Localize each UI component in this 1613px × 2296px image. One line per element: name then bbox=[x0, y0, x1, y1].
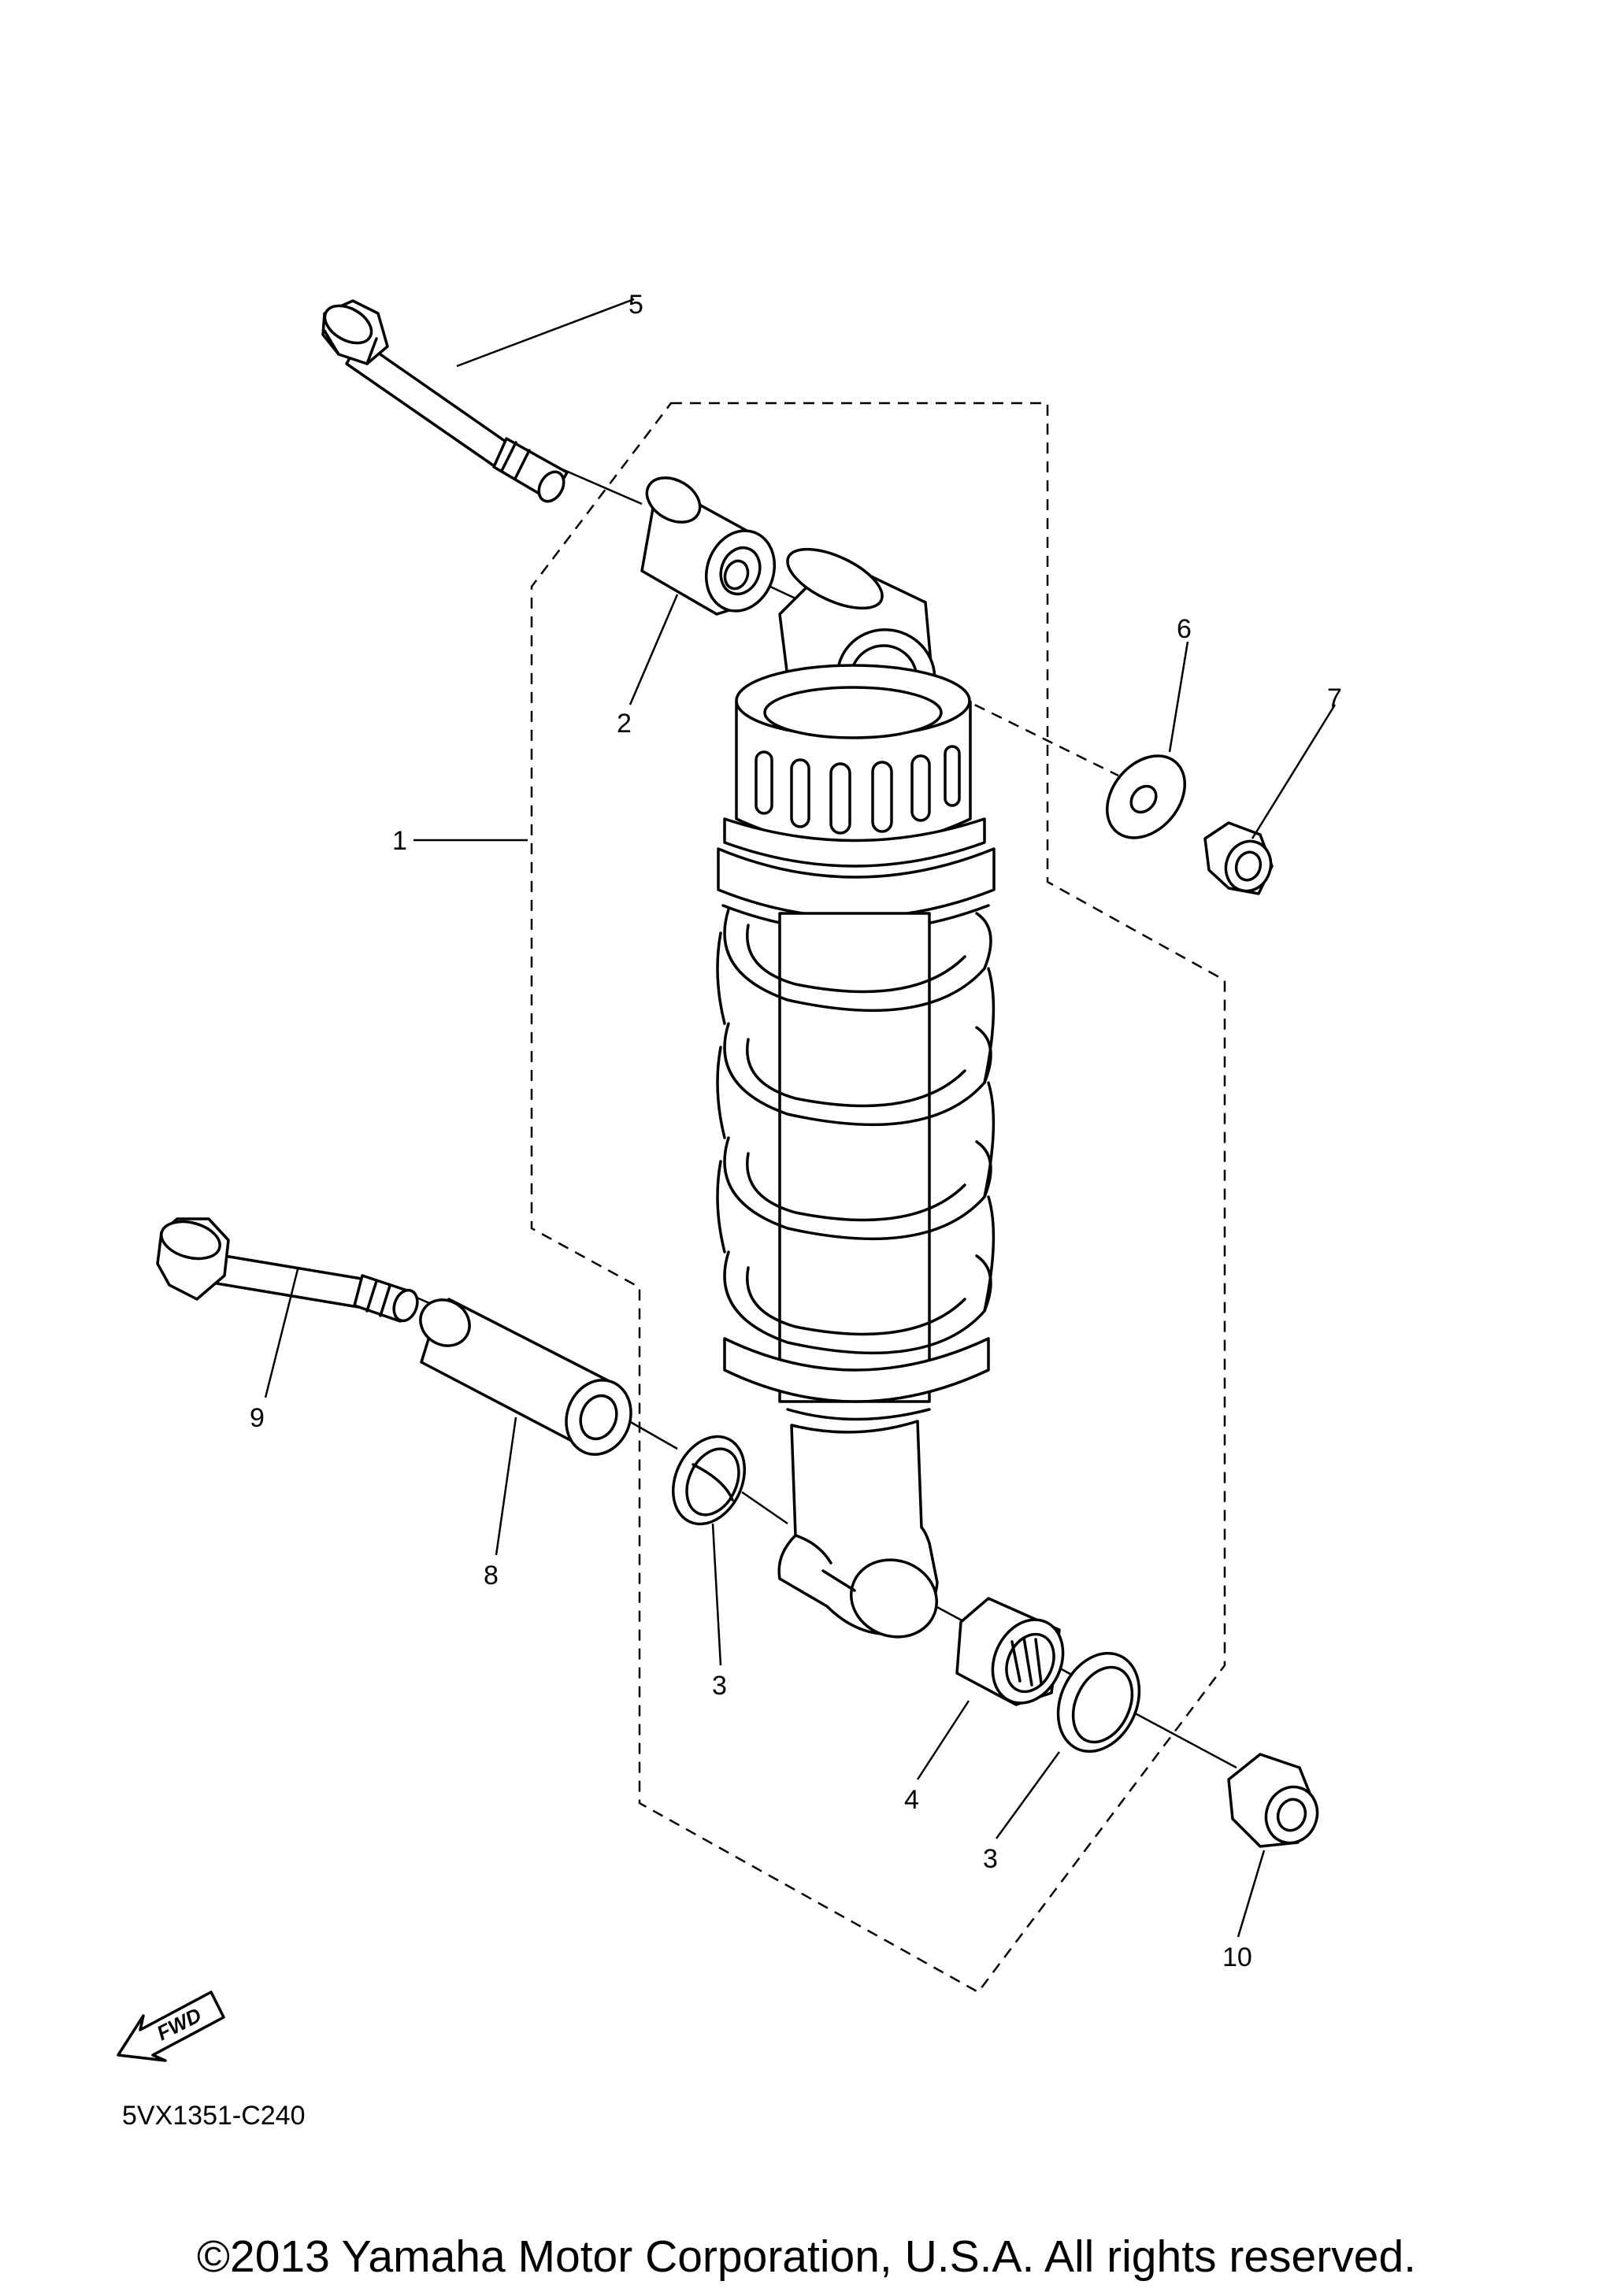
bearing bbox=[955, 1597, 1065, 1706]
callout-1: 1 bbox=[392, 826, 407, 856]
lower-nut bbox=[1227, 1753, 1319, 1848]
assembly-boundary bbox=[530, 402, 1226, 1994]
drawing-code: 5VX1351-C240 bbox=[122, 2101, 306, 2131]
upper-bolt bbox=[321, 299, 569, 503]
rear-shock-absorber bbox=[716, 547, 996, 1639]
fwd-arrow-icon: FWD bbox=[117, 1990, 225, 2062]
leader-lines bbox=[264, 298, 1337, 1938]
callout-6: 6 bbox=[1177, 614, 1192, 644]
lower-collar bbox=[419, 1298, 632, 1456]
callout-4: 4 bbox=[904, 1785, 919, 1815]
callout-labels: 1 2 3 3 4 5 6 7 8 9 10 bbox=[250, 290, 1342, 1972]
lower-bolt bbox=[156, 1217, 419, 1323]
upper-nut bbox=[1203, 821, 1274, 895]
axis-lines bbox=[393, 463, 1237, 1769]
callout-8: 8 bbox=[484, 1561, 499, 1591]
oil-seal-right bbox=[1056, 1651, 1141, 1753]
callout-9: 9 bbox=[250, 1403, 265, 1433]
cage-slots bbox=[755, 745, 961, 835]
callout-10: 10 bbox=[1222, 1942, 1252, 1972]
callout-3: 3 bbox=[712, 1671, 727, 1701]
oil-seal-left bbox=[671, 1435, 747, 1526]
upper-collar bbox=[640, 476, 777, 616]
callout-7: 7 bbox=[1327, 683, 1342, 713]
copyright-notice: ©2013 Yamaha Motor Corporation, U.S.A. A… bbox=[197, 2231, 1416, 2282]
callout-2: 2 bbox=[617, 709, 632, 739]
washer bbox=[1106, 754, 1186, 839]
callout-5: 5 bbox=[629, 290, 643, 320]
callout-3b: 3 bbox=[983, 1844, 998, 1874]
